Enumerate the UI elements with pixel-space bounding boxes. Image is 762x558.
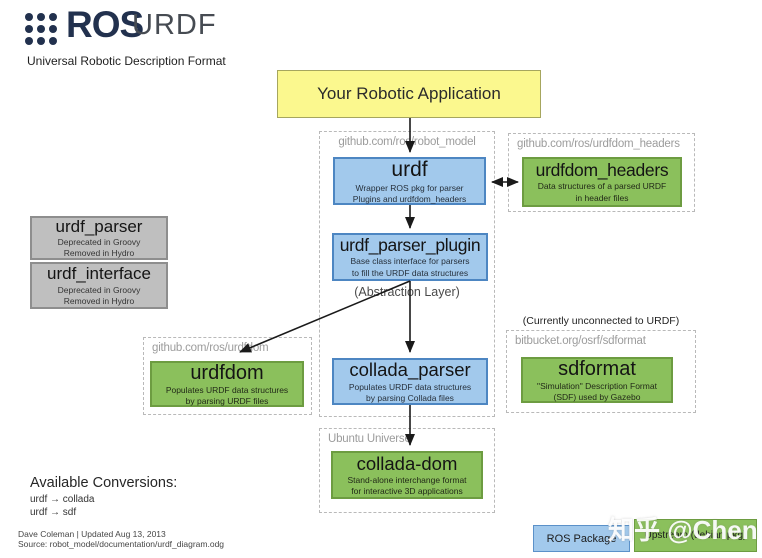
node-urdf-parser-title: urdf_parser [55, 216, 143, 236]
container-ubuntu-universe: Ubuntu Universe [319, 428, 495, 513]
node-urdf-interface: urdf_interface Deprecated in Groovy Remo… [30, 262, 168, 309]
node-urdf-parser: urdf_parser Deprecated in Groovy Removed… [30, 216, 168, 260]
node-your-robotic-application: Your Robotic Application [277, 70, 541, 118]
node-urdf-desc-2: Plugins and urdfdom_headers [352, 193, 467, 204]
legend-upstream: Upstream (debian pkg) [634, 519, 757, 552]
page-subtitle: Universal Robotic Description Format [27, 54, 226, 68]
node-your-robotic-application-label: Your Robotic Application [317, 84, 501, 103]
node-urdfdom-title: urdfdom [190, 361, 264, 384]
author-credit: Dave Coleman | Updated Aug 13, 2013 [18, 529, 166, 539]
container-urdfdom-headers: github.com/ros/urdfdom_headers [508, 133, 695, 212]
container-urdfdom-label: github.com/ros/urdfdom [152, 342, 269, 354]
ros-logo-text: ROS [66, 4, 144, 45]
node-urdfdom-headers: urdfdom_headers Data structures of a par… [522, 157, 682, 207]
node-collada-parser-desc-1: Populates URDF data structures [348, 381, 472, 392]
node-collada-dom-desc-1: Stand-alone interchange format [347, 475, 467, 486]
node-urdf-parser-desc-2: Removed in Hydro [63, 248, 135, 259]
node-urdf-parser-desc-1: Deprecated in Groovy [57, 237, 141, 248]
node-urdf-parser-plugin: urdf_parser_plugin Base class interface … [332, 233, 488, 281]
available-conversions-heading: Available Conversions: [30, 475, 178, 491]
container-ubuntu-universe-label: Ubuntu Universe [328, 433, 411, 445]
container-robot-model-label: github.com/ros/robot_model [338, 136, 476, 148]
node-sdformat-title: sdformat [558, 357, 636, 380]
source-credit: Source: robot_model/documentation/urdf_d… [18, 539, 225, 549]
ros-logo-dots-icon [25, 13, 57, 45]
legend-upstream-label: Upstream (debian pkg) [644, 530, 747, 541]
conversion-item: urdf → sdf [30, 507, 77, 518]
node-collada-parser-desc-2: by parsing Collada files [366, 392, 454, 403]
node-urdf-parser-plugin-desc-1: Base class interface for parsers [350, 256, 470, 267]
node-collada-dom-title: collada-dom [356, 452, 458, 474]
node-urdf-parser-plugin-title: urdf_parser_plugin [339, 235, 481, 256]
node-urdf-interface-title: urdf_interface [47, 264, 151, 284]
node-sdformat-desc-2: (SDF) used by Gazebo [553, 392, 641, 402]
unconnected-note: (Currently unconnected to URDF) [522, 315, 680, 327]
node-urdf-desc-1: Wrapper ROS pkg for parser [355, 182, 464, 193]
node-urdfdom-desc-1: Populates URDF data structures [165, 384, 289, 395]
node-collada-parser: collada_parser Populates URDF data struc… [332, 358, 488, 405]
node-urdfdom-headers-desc-2: in header files [575, 192, 629, 203]
node-urdf-title: urdf [391, 158, 428, 182]
container-urdfdom-headers-label: github.com/ros/urdfdom_headers [517, 138, 680, 150]
legend-ros-package-label: ROS Package [546, 532, 617, 545]
node-collada-parser-title: collada_parser [349, 359, 471, 381]
node-urdf-parser-plugin-desc-2: to fill the URDF data structures [351, 267, 469, 278]
page-title: URDF [132, 9, 217, 41]
container-sdformat-label: bitbucket.org/osrf/sdformat [515, 335, 646, 347]
node-sdformat-desc-1: "Simulation" Description Format [537, 380, 657, 391]
node-collada-dom: collada-dom Stand-alone interchange form… [331, 451, 483, 499]
node-urdf: urdf Wrapper ROS pkg for parser Plugins … [333, 157, 486, 205]
node-sdformat: sdformat "Simulation" Description Format… [521, 357, 673, 403]
node-collada-dom-desc-2: for interactive 3D applications [351, 486, 463, 497]
node-urdfdom-headers-title: urdfdom_headers [535, 160, 669, 181]
node-urdfdom-desc-2: by parsing URDF files [185, 396, 269, 406]
zhihu-watermark: 知乎 @Chen [608, 515, 758, 545]
legend-ros-package: ROS Package [533, 525, 630, 552]
conversion-item: urdf → collada [30, 494, 95, 505]
node-urdfdom: urdfdom Populates URDF data structures b… [150, 361, 304, 407]
node-urdf-interface-desc-1: Deprecated in Groovy [57, 284, 141, 295]
node-urdf-interface-desc-2: Removed in Hydro [63, 295, 135, 306]
container-sdformat: bitbucket.org/osrf/sdformat [506, 330, 696, 413]
node-urdfdom-headers-desc-1: Data structures of a parsed URDF [537, 181, 667, 192]
abstraction-layer-note: (Abstraction Layer) [354, 285, 460, 299]
